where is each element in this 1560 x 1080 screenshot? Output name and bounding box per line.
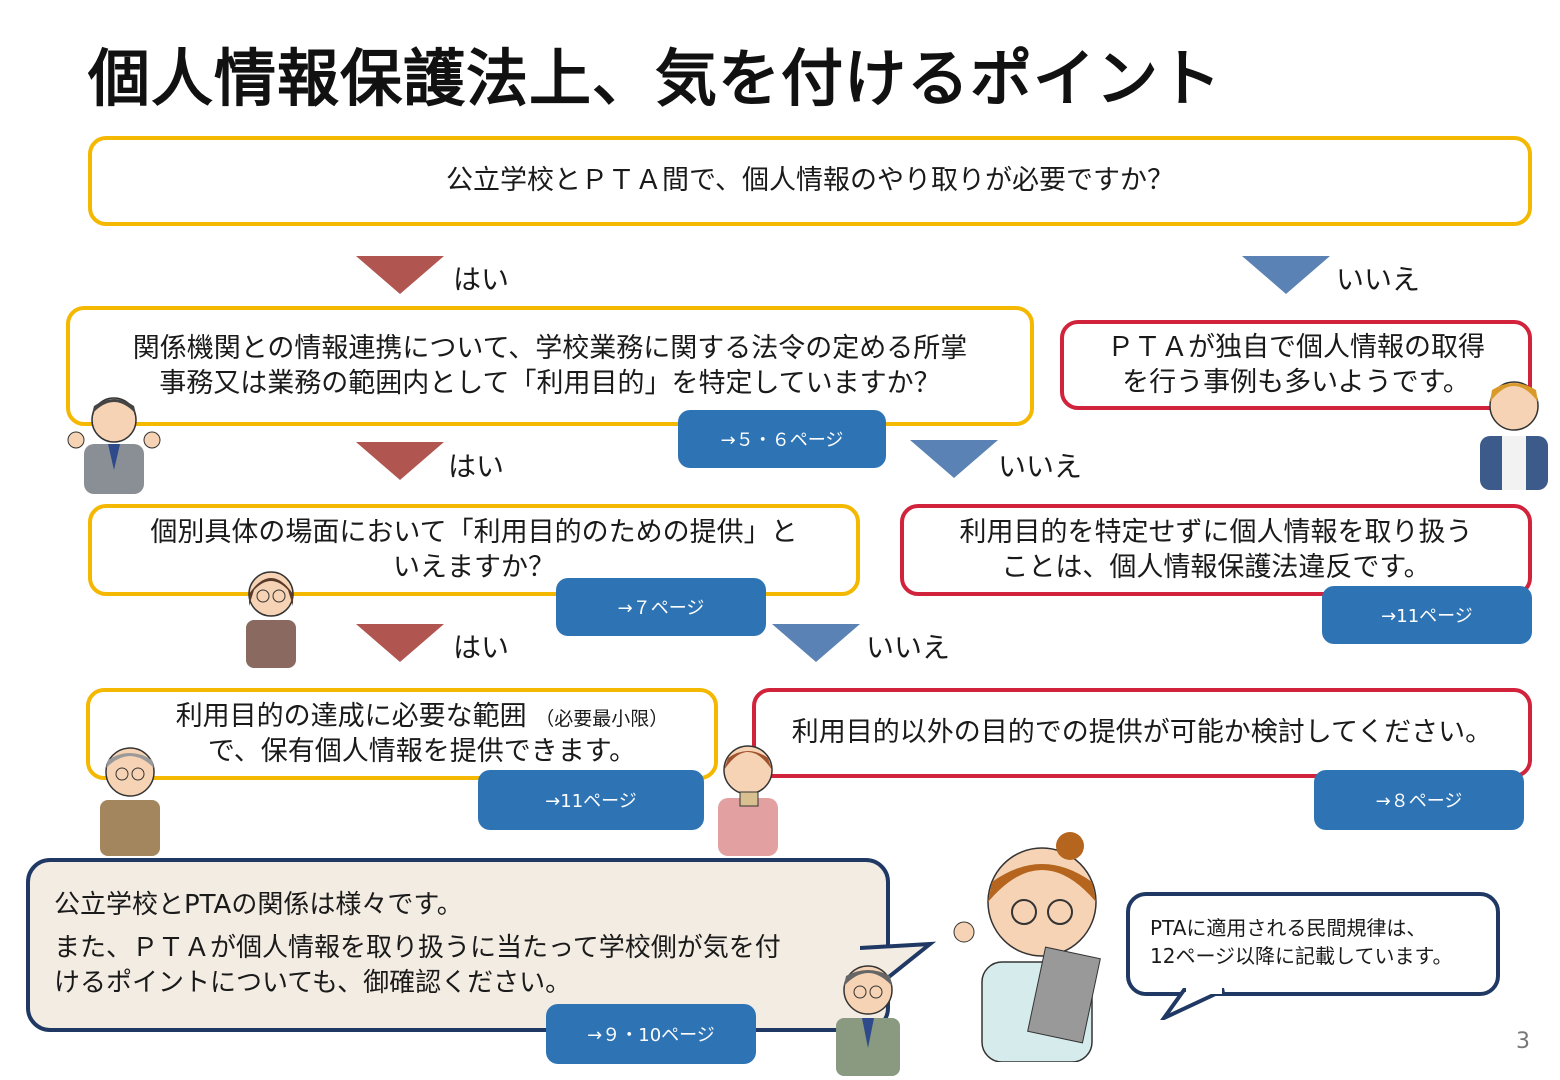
yes-arrow-1: [356, 256, 444, 294]
provide-box: 利用目的の達成に必要な範囲 （必要最小限） で、保有個人情報を提供できます。: [86, 688, 718, 780]
man-glasses-icon: [836, 965, 900, 1076]
link-page-8-button[interactable]: →８ページ: [1314, 770, 1524, 830]
speech-line2: 12ページ以降に記載しています。: [1150, 944, 1453, 968]
question-box-3: 個別具体の場面において「利用目的のための提供」と いえますか？: [88, 504, 860, 596]
note-bubble: 公立学校とPTAの関係は様々です。 また、ＰＴＡが個人情報を取り扱うに当たって学…: [26, 858, 890, 1032]
no-arrow-2: [910, 440, 998, 478]
link-page-11-button-a[interactable]: →11ページ: [1322, 586, 1532, 644]
question-2-line1: 関係機関との情報連携について、学校業務に関する法令の定める所掌: [132, 332, 968, 364]
older-man-icon: [100, 747, 160, 856]
link-page-7-button[interactable]: →７ページ: [556, 578, 766, 636]
question-3-line1: 個別具体の場面において「利用目的のための提供」と: [150, 516, 798, 548]
speech-text: PTAに適用される民間規律は、 12ページ以降に記載しています。: [1150, 914, 1452, 970]
question-1-text: 公立学校とＰＴＡ間で、個人情報のやり取りが必要ですか？: [446, 165, 1174, 197]
no-arrow-1: [1242, 256, 1330, 294]
yes-arrow-3: [356, 624, 444, 662]
yes-label-3: はい: [453, 631, 510, 664]
pta-own-line2: を行う事例も多いようです。: [1122, 367, 1470, 398]
woman-clipboard-icon: [953, 832, 1101, 1062]
woman-glasses-icon: [246, 571, 296, 668]
note-line2: また、ＰＴＡが個人情報を取り扱うに当たって学校側が気を付: [54, 933, 781, 964]
no-label-1: いいえ: [1336, 263, 1421, 296]
no-label-2: いいえ: [998, 450, 1083, 483]
no-arrow-3: [772, 624, 860, 662]
provide-line2: で、保有個人情報を提供できます。: [207, 736, 637, 767]
provide-line1: 利用目的の達成に必要な範囲: [175, 700, 527, 732]
pta-own-line1: ＰＴＡが独自で個人情報の取得: [1107, 331, 1485, 363]
question-2-line2: 事務又は業務の範囲内として「利用目的」を特定していますか？: [159, 368, 941, 399]
violation-line1: 利用目的を特定せずに個人情報を取り扱う: [959, 516, 1473, 548]
yes-label-1: はい: [453, 263, 510, 296]
pta-own-box: ＰＴＡが独自で個人情報の取得 を行う事例も多いようです。: [1060, 320, 1532, 410]
note-line3: けるポイントについても、御確認ください。: [54, 968, 572, 999]
other-purpose-box: 利用目的以外の目的での提供が可能か検討してください。: [752, 688, 1532, 778]
provide-note: （必要最小限）: [535, 707, 669, 730]
young-man-icon: [1480, 381, 1548, 490]
speech-line1: PTAに適用される民間規律は、: [1150, 916, 1427, 940]
yes-label-2: はい: [448, 450, 505, 483]
man-pointing-icon: [67, 397, 161, 494]
yes-arrow-2: [356, 442, 444, 480]
link-page-9-10-button[interactable]: →９・10ページ: [546, 1004, 756, 1064]
link-page-11-button-b[interactable]: →11ページ: [478, 770, 704, 830]
question-box-1: 公立学校とＰＴＡ間で、個人情報のやり取りが必要ですか？: [88, 136, 1532, 226]
question-3-line2: いえますか？: [393, 552, 555, 583]
note-line1: 公立学校とPTAの関係は様々です。: [54, 890, 463, 920]
violation-line2: ことは、個人情報保護法違反です。: [1001, 552, 1431, 583]
speech-bubble: [1126, 892, 1500, 1020]
page-number: 3: [1516, 1029, 1530, 1054]
woman-holding-card-icon: [718, 745, 778, 856]
question-box-2: 関係機関との情報連携について、学校業務に関する法令の定める所掌 事務又は業務の範…: [66, 306, 1034, 426]
other-purpose-text: 利用目的以外の目的での提供が可能か検討してください。: [791, 717, 1493, 749]
violation-box: 利用目的を特定せずに個人情報を取り扱う ことは、個人情報保護法違反です。: [900, 504, 1532, 596]
provide-line1-wrap: 利用目的の達成に必要な範囲 （必要最小限）: [176, 699, 669, 734]
link-page-5-6-button[interactable]: →５・６ページ: [678, 410, 886, 468]
page-title: 個人情報保護法上、気を付けるポイント: [88, 42, 1223, 115]
no-label-3: いいえ: [866, 631, 951, 664]
